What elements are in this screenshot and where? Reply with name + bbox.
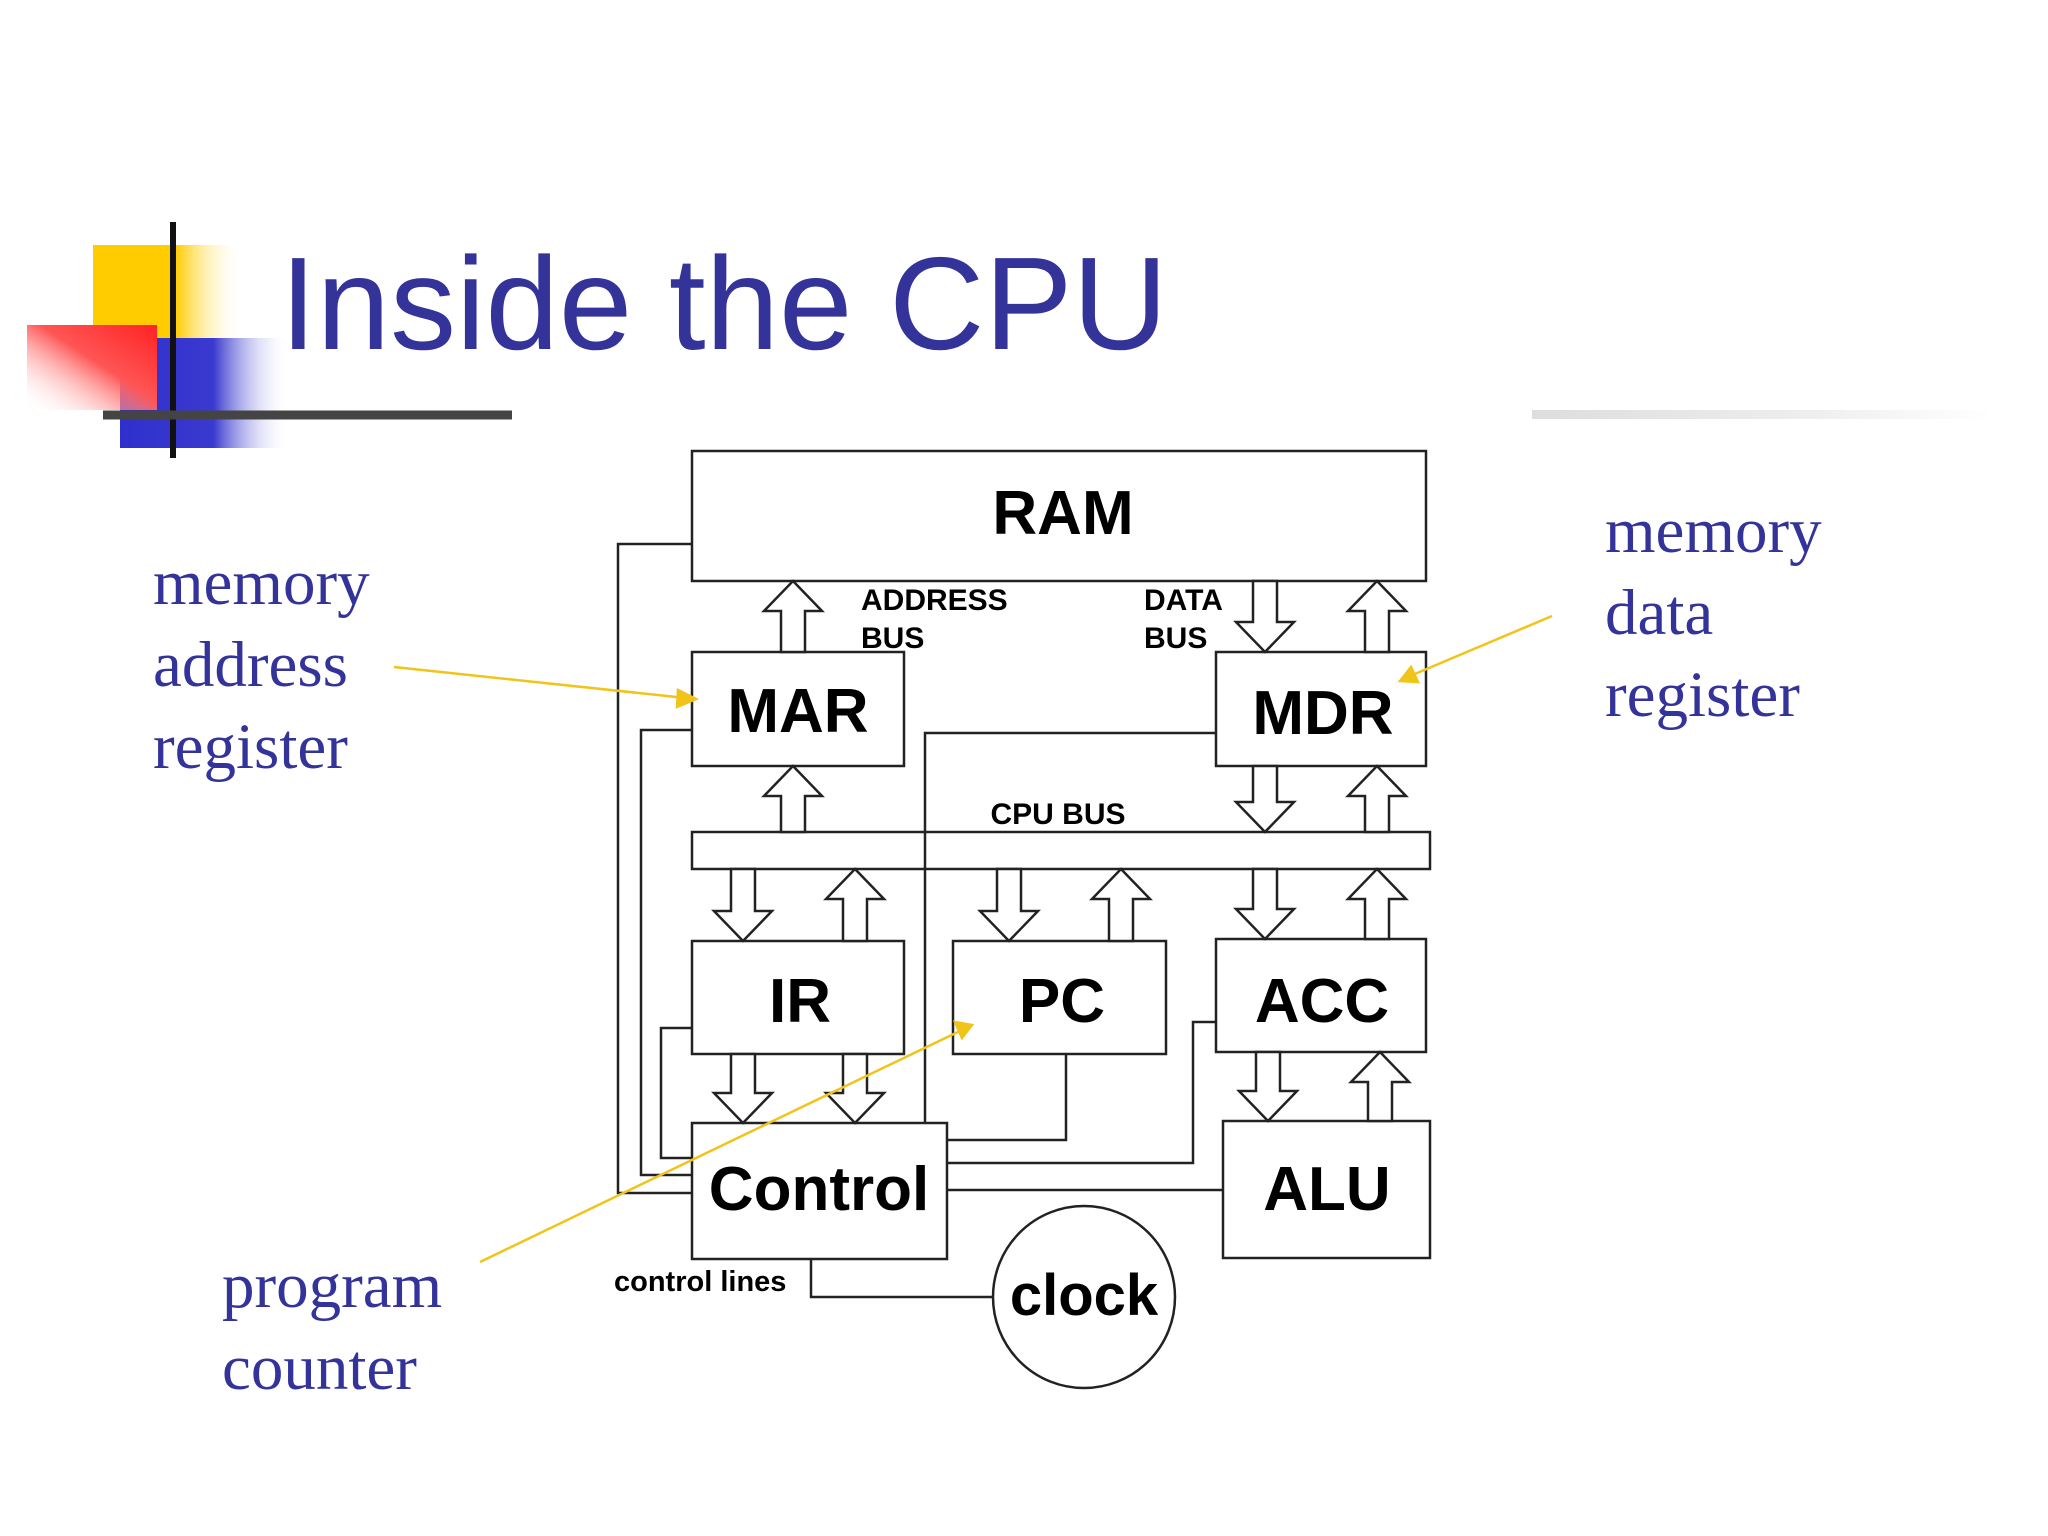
acc-box — [1214, 937, 1428, 1054]
ornament-red-square — [27, 325, 157, 410]
ir-cpu-bus-up-arrow — [823, 867, 887, 943]
mdr-pointer-line — [1409, 614, 1553, 678]
mdr-cpu-bus-up-arrow — [1345, 764, 1409, 834]
mar-control-wire — [639, 728, 692, 1177]
diagram-labels: RAM MAR MDR IR PC ACC Control ALU clock … — [614, 479, 1394, 1328]
callout-memory-data-register: memory data register — [1605, 490, 1822, 736]
mdr-label: MDR — [1252, 679, 1393, 748]
alu-label: ALU — [1263, 1155, 1390, 1224]
data-bus-down-arrow — [1233, 579, 1297, 654]
pc-cpu-bus-down-arrow — [977, 867, 1041, 943]
cpu-bus-bar — [690, 830, 1432, 871]
slide-title: Inside the CPU — [280, 230, 1168, 377]
callout-text-line: register — [1605, 659, 1800, 731]
bus-arrows — [711, 579, 1412, 1125]
pc-control-wire — [947, 1054, 1068, 1142]
control-label: Control — [709, 1155, 929, 1224]
ram-label: RAM — [992, 479, 1133, 548]
ir-control-down-arrow — [711, 1052, 775, 1125]
data-bus-label-line2: BUS — [1144, 622, 1207, 655]
mar-box — [690, 650, 906, 768]
title-rule-right — [1532, 410, 1992, 419]
clock-label: clock — [1010, 1263, 1159, 1328]
mar-pointer-line — [393, 665, 687, 700]
mar-pointer-arrowhead — [675, 688, 699, 709]
callout-text-line: program — [222, 1250, 443, 1322]
pc-pointer-arrowhead — [952, 1020, 975, 1041]
mar-label: MAR — [727, 677, 868, 746]
pc-box — [951, 939, 1168, 1056]
callout-memory-address-register: memory address register — [153, 542, 370, 788]
callout-program-counter: program counter — [222, 1245, 442, 1409]
alu-acc-up-arrow — [1348, 1050, 1412, 1123]
mdr-control-wire — [923, 731, 1216, 1123]
callout-text-line: register — [153, 711, 348, 783]
ir-box — [690, 939, 906, 1056]
cpu-bus-label: CPU BUS — [990, 798, 1125, 831]
acc-control-wire — [947, 1020, 1216, 1165]
callout-text-line: counter — [222, 1332, 417, 1404]
pc-pointer-line — [479, 1028, 963, 1264]
mar-cpu-bus-arrow — [761, 764, 825, 834]
ir-label: IR — [769, 967, 831, 1036]
ram-control-wire — [616, 542, 692, 1195]
clock-control-wire — [809, 1259, 993, 1299]
address-bus-label-line2: BUS — [861, 622, 924, 655]
control-box — [690, 1121, 949, 1261]
pc-label: PC — [1019, 967, 1105, 1036]
acc-cpu-bus-up-arrow — [1345, 867, 1409, 941]
callout-text-line: data — [1605, 577, 1714, 649]
callout-text-line: memory — [153, 547, 370, 619]
acc-cpu-bus-down-arrow — [1233, 867, 1297, 941]
acc-alu-down-arrow — [1236, 1050, 1300, 1123]
data-bus-label-line1: DATA — [1144, 584, 1223, 617]
cpu-diagram — [616, 449, 1432, 1390]
mdr-pointer-arrowhead — [1397, 664, 1421, 684]
ram-box — [690, 449, 1428, 583]
mdr-box — [1214, 650, 1428, 768]
ir-control-down-arrow-2 — [823, 1052, 887, 1125]
ir-cpu-bus-down-arrow — [711, 867, 775, 943]
data-bus-up-arrow — [1345, 579, 1409, 654]
ir-control-wire — [659, 1026, 692, 1160]
alu-box — [1221, 1119, 1432, 1260]
callout-text-line: memory — [1605, 495, 1822, 567]
callout-pointers — [393, 614, 1553, 1264]
callout-text-line: address — [153, 629, 348, 701]
address-bus-arrow — [761, 579, 825, 654]
acc-label: ACC — [1255, 967, 1389, 1036]
title-ornament — [27, 222, 1992, 458]
address-bus-label-line1: ADDRESS — [861, 584, 1008, 617]
pc-cpu-bus-up-arrow — [1089, 867, 1153, 943]
mdr-cpu-bus-down-arrow — [1233, 764, 1297, 834]
control-lines-label: control lines — [614, 1266, 786, 1298]
